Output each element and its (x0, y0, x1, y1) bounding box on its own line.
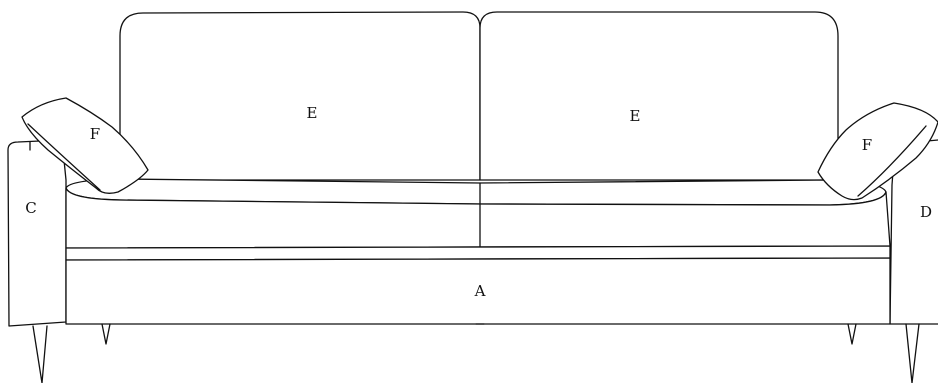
label-left-arm: C (25, 199, 36, 217)
pillow-left (21, 97, 149, 194)
legs (32, 323, 920, 383)
pillow-right (817, 102, 938, 201)
label-back-cushion-right: E (630, 107, 641, 125)
back-cushion-right (479, 11, 839, 181)
label-right-arm: D (920, 203, 932, 221)
label-pillow-right: F (862, 136, 872, 154)
left-arm (7, 139, 67, 327)
label-seat-base: A (474, 282, 486, 300)
label-back-cushion-left: E (307, 104, 318, 122)
back-cushion-left (119, 11, 481, 181)
seat-cushion-front (65, 187, 891, 249)
label-pillow-left: F (90, 125, 100, 143)
